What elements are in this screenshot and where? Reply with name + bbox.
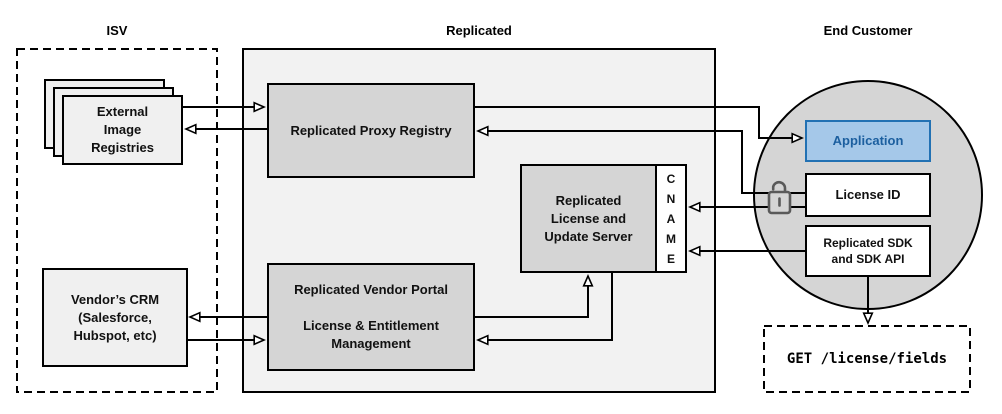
vendor-portal-node: Replicated Vendor Portal License & Entit… [267, 263, 475, 371]
isv-container [16, 48, 218, 393]
registries-label-line: External [96, 104, 149, 119]
server-label-line: License and [550, 210, 627, 226]
sdk-label-line: and SDK API [831, 252, 905, 266]
crm-label-line: Vendor’s CRM [70, 291, 160, 307]
replicated-sdk-node: Replicated SDK and SDK API [805, 225, 931, 277]
registries-label-line: Image [103, 122, 142, 137]
vendor-portal-title: Replicated Vendor Portal [294, 282, 448, 297]
crm-label-line: (Salesforce, [78, 309, 152, 325]
registries-label-line: Registries [91, 140, 154, 155]
section-title-isv: ISV [106, 23, 128, 38]
unlock-icon [767, 180, 792, 215]
vendor-crm-node: Vendor’s CRM (Salesforce, Hubspot, etc) [42, 268, 188, 367]
get-request-label: GET /license/fields [786, 351, 948, 367]
application-label: Application [832, 133, 904, 148]
cname-letter: M [666, 231, 676, 246]
vendor-portal-label-line: License & Entitlement [303, 318, 439, 333]
license-update-server-node: Replicated License and Update Server [520, 164, 657, 273]
cname-node: C N A M E [655, 164, 687, 273]
external-image-registries-node: External Image Registries [62, 95, 183, 165]
license-id-label: License ID [835, 187, 901, 202]
sdk-label-line: Replicated SDK [823, 236, 913, 250]
arrow-proxy-to-application [475, 106, 802, 138]
proxy-registry-label: Replicated Proxy Registry [290, 122, 452, 138]
proxy-registry-node: Replicated Proxy Registry [267, 83, 475, 178]
cname-letter: E [666, 251, 675, 266]
get-request-box [763, 325, 971, 393]
application-node: Application [805, 120, 931, 162]
cname-letter: C [666, 171, 676, 186]
cname-letter: A [666, 211, 676, 226]
server-label-line: Replicated [555, 192, 622, 208]
server-label-line: Update Server [544, 228, 633, 244]
license-id-node: License ID [805, 173, 931, 217]
section-title-end-customer: End Customer [823, 23, 913, 38]
vendor-portal-label-line: Management [331, 336, 411, 351]
crm-label-line: Hubspot, etc) [73, 327, 157, 343]
cname-letter: N [666, 191, 676, 206]
section-title-replicated: Replicated [446, 23, 512, 38]
arrow-portal-to-server [475, 276, 588, 318]
arrow-server-to-portal [478, 273, 613, 340]
